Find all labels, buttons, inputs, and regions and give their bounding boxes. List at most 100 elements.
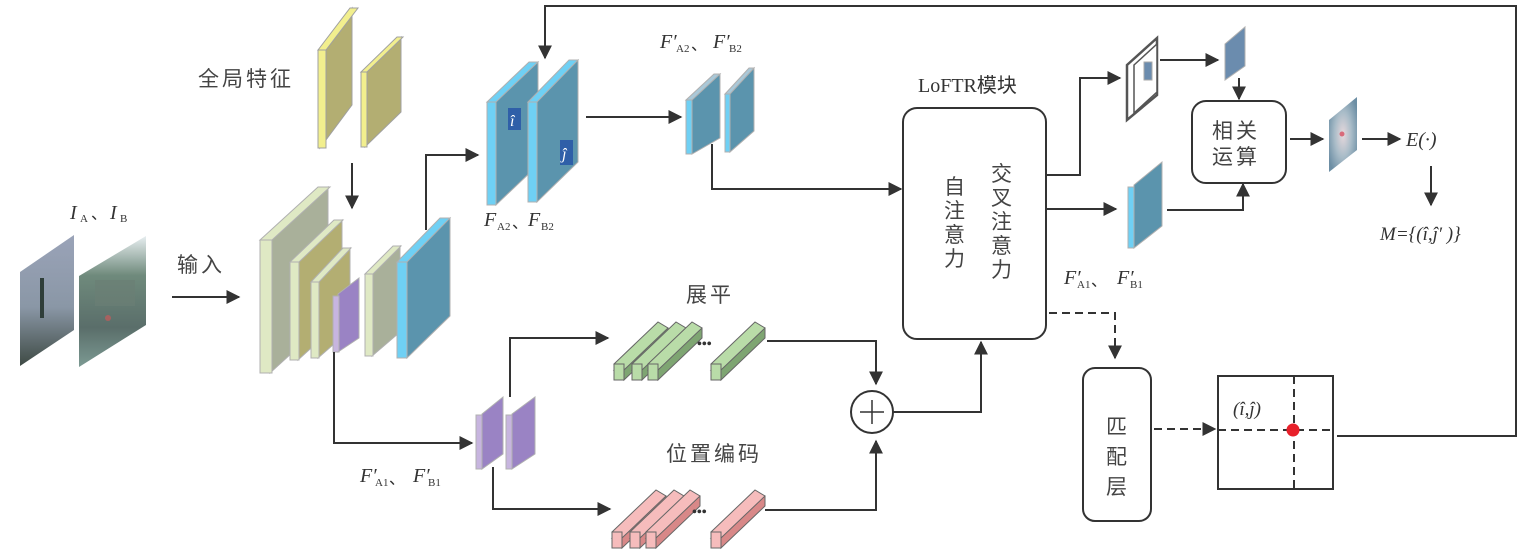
svg-text:I: I [109,202,118,224]
hat-i-badge [508,108,521,130]
svg-text:A1: A1 [1077,279,1090,291]
flatten-arrow [509,331,610,397]
selfAttn-char: 注 [944,199,965,223]
match-set-label: M={(î,ĵ′ )} [1379,224,1461,245]
sum-to-loftr-arrow [893,340,988,413]
heatmap-peak [1339,131,1345,137]
pinkTokens-token-front [645,531,657,549]
fa2p-map-top [684,73,722,101]
heatmap [1329,97,1357,172]
sum-node [850,390,894,434]
global-map-1-top [316,7,360,51]
greenTokens-token-front [631,363,643,381]
crossAttn-char: 力 [991,258,1012,282]
correlation-box [1191,100,1287,184]
crossAttn-char: 交 [991,162,1012,186]
matchLayer-char: 层 [1106,475,1127,499]
cropped-feature-maps [684,66,756,155]
global-feature-maps [316,6,405,150]
global-map-2-edge [360,71,368,148]
greenTokens-token-front [613,363,625,381]
backbone-map-2-top [288,219,345,263]
svg-text:、: 、 [691,37,707,54]
crossAttn-char: 意 [991,234,1012,258]
self-attention-label: 自注意力 [944,175,965,271]
flattened-tokens [612,321,766,382]
svg-text:F: F [527,209,541,231]
fa1p-to-correlation-arrow [1167,182,1250,211]
global-feature-label: 全局特征 [198,67,294,91]
fb1p-map-edge [505,414,513,470]
selfAttn-char: 自 [944,175,965,199]
correlation-label-line2: 运算 [1212,145,1260,169]
fa1p-map-edge [475,414,483,470]
image-a-statue [40,278,44,318]
expectation-label: E(·) [1405,129,1437,151]
flatten-to-sum-arrow [767,340,883,386]
fb2-map-top [526,59,580,103]
svg-text:F′: F′ [659,31,677,53]
fa1p-fine-map [1127,160,1163,250]
svg-text:F′: F′ [1116,267,1134,289]
fa1p-map-face [481,395,504,470]
crossAttn-char: 注 [991,210,1012,234]
greenTokens-token-front [710,363,722,381]
pinkTokens-token-front [710,531,722,549]
svg-text:F′: F′ [412,465,430,487]
svg-text:F′: F′ [1063,267,1081,289]
cropped-patch-face [1224,25,1246,81]
svg-text:A: A [80,213,88,225]
pinkTokens-token-front [611,531,623,549]
input-images-label: I A 、 I B [69,202,127,225]
fa1p-fb1p-label-left: F′ A1 、 F′ B1 [359,465,441,489]
fine-feature-maps-fa2-fb2: î ĵ [485,58,580,207]
fb2p-map-edge [724,93,731,153]
coarse-features-arrow [333,352,474,450]
match-point [1286,423,1300,437]
loftr-module-title: LoFTR模块 [918,74,1017,97]
pinkTokens-token-front [629,531,641,549]
flatten-ellipsis: ••• [697,337,712,352]
cross-attention-label: 交叉注意力 [991,162,1012,282]
crossAttn-char: 叉 [991,186,1012,210]
svg-text:I: I [69,202,78,224]
posenc-to-sum-arrow [765,439,883,511]
matching-layer-label: 匹配层 [1106,415,1127,499]
position-encoding-label: 位置编码 [666,442,762,466]
selfAttn-char: 意 [944,223,965,247]
position-encoding-tokens [610,489,766,550]
greenTokens-token-front [647,363,659,381]
correlation-label-line1: 相关 [1212,119,1260,143]
svg-text:A1: A1 [375,477,388,489]
hat-j-label: ĵ [560,146,568,163]
image-a-thumbnail [20,235,74,366]
fine-blue-map-top [395,217,452,263]
backbone-map-1-edge [259,239,273,374]
fb2p-map-top [723,67,756,95]
svg-text:A2: A2 [676,43,689,55]
local-window-frame [1125,35,1159,123]
hat-j-badge [560,140,573,165]
window-center-patch [1143,61,1153,81]
fb2-map-edge [527,101,538,203]
fa2p-fb2p-label: F′ A2 、 F′ B2 [659,31,742,55]
svg-text:B1: B1 [428,477,441,489]
coordinate-label: (î,ĵ) [1233,399,1261,420]
loftr-to-window-arrow [1046,71,1122,176]
cropped-patch [1224,25,1246,81]
image-b-gate [95,280,135,306]
match-coordinate-grid: (î,ĵ) [1217,375,1334,490]
svg-text:B2: B2 [729,43,742,55]
position-encoding-ellipsis: ••• [692,505,707,520]
matching-layer-box [1082,367,1152,522]
backbone-map-2-edge [289,261,300,361]
upsample-map-edge [364,273,374,357]
input-images: I A 、 I B [20,202,146,367]
svg-text:B2: B2 [541,221,554,233]
selfAttn-char: 力 [944,247,965,271]
global-map-2-top [359,36,405,73]
image-b-people [105,315,111,321]
grid-box [1217,375,1334,490]
svg-text:、: 、 [389,471,405,488]
